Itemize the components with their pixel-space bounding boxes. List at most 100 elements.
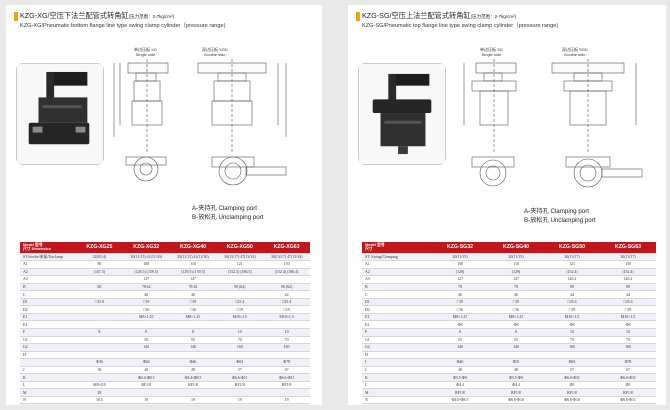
dimension-drawing-icon: [463, 59, 643, 188]
dimension-value-cell: □16: [122, 305, 170, 314]
dimension-value-cell: RF1/8: [263, 381, 310, 390]
model-header: KZG-XG32: [122, 242, 170, 254]
model-header: KZG-SG40: [488, 242, 544, 254]
dimension-value-cell: □16: [488, 305, 544, 314]
dimension-value-cell: [76, 343, 123, 352]
dimension-value-cell: □15.9: [76, 298, 123, 307]
dimension-value-cell: M10×1.5: [216, 313, 264, 322]
dimension-value-cell: Φ6.6-Φ11: [600, 373, 656, 382]
dimension-value-cell: 44: [600, 290, 656, 299]
dimension-value-cell: □19: [216, 305, 264, 314]
dimension-value-cell: 140: [122, 343, 170, 352]
dimension-value-cell: M8×0.8: [76, 381, 123, 390]
table-row: D2□16□16□19□19: [20, 305, 310, 314]
dimension-label-cell: F: [20, 328, 76, 337]
dimension-value-cell: 44: [263, 290, 310, 299]
model-header: KZG-SG32: [432, 242, 488, 254]
dimension-value-cell: 40: [488, 403, 544, 405]
dimension-value-cell: [76, 373, 123, 382]
dimension-value-cell: Φ78: [600, 358, 656, 367]
dimension-label-cell: L: [20, 381, 76, 390]
dimension-value-cell: Φ8: [432, 320, 488, 329]
dimension-value-cell: Φ4.4-Φ8.5: [122, 373, 170, 382]
dimension-value-cell: Φ8: [600, 320, 656, 329]
dimension-value-cell: 140: [169, 343, 217, 352]
dimension-value-cell: 160: [263, 343, 310, 352]
dimension-value-cell: [263, 388, 310, 397]
dimension-value-cell: 90: [544, 283, 600, 292]
model-header: KZG-XG40: [169, 242, 217, 254]
page-subtitle: KZG-SG/Pneumatic top flange line type sw…: [362, 23, 559, 29]
dimension-label-cell: ST: Swing/Clamping: [362, 253, 432, 262]
dimension-value-cell: 16.5: [76, 396, 123, 405]
dimension-value-cell: 43: [122, 403, 170, 405]
dimension-value-cell: [216, 320, 264, 329]
dimension-label-cell: C: [20, 290, 76, 299]
dimension-value-cell: 108: [432, 260, 488, 269]
dimension-value-cell: 20(11/15) 41(11/30): [169, 253, 217, 262]
dimension-value-cell: 8: [169, 328, 217, 337]
model-header: KZG-XG50: [216, 242, 264, 254]
title-accent-bar: [356, 12, 360, 21]
dimension-value-cell: 160: [544, 343, 600, 352]
dimension-value-cell: 10: [263, 328, 310, 337]
dimension-value-cell: 19: [216, 396, 264, 405]
dimension-value-cell: 147: [169, 275, 217, 284]
dimension-value-cell: 121: [216, 260, 264, 269]
dimension-value-cell: 55: [488, 336, 544, 345]
dimension-drawing-icon: [113, 59, 287, 186]
dimension-label-cell: A3: [20, 275, 76, 284]
dimension-value-cell: 78: [432, 283, 488, 292]
dimension-value-cell: □19: [169, 298, 217, 307]
dimension-value-cell: [122, 320, 170, 329]
dimension-value-cell: Φ6.6-Φ11: [263, 373, 310, 382]
dimension-value-cell: 40: [122, 366, 170, 375]
dimension-value-cell: [488, 351, 544, 360]
dimension-label-cell: L: [362, 381, 432, 390]
dimension-value-cell: [216, 275, 264, 284]
dimension-value-cell: 40: [169, 290, 217, 299]
dimension-value-cell: 150: [600, 260, 656, 269]
dimension-value-cell: Φ8: [488, 320, 544, 329]
dimension-value-cell: 30: [76, 366, 123, 375]
dimension-value-cell: M10×1.5: [263, 313, 310, 322]
header-dimension-label: Model 型号尺寸: [362, 242, 432, 254]
dimension-value-cell: 70: [544, 336, 600, 345]
page-subtitle: KZG-XG/Pneumatic bottom flange line type…: [20, 23, 226, 29]
dimension-label-cell: D1: [20, 298, 76, 307]
dimension-value-cell: [263, 320, 310, 329]
dimension-value-cell: 44: [544, 290, 600, 299]
spec-table-xg: Model 型号尺寸 Dimension KZG-XG25 KZG-XG32 K…: [20, 242, 310, 405]
dimension-value-cell: 10: [600, 328, 656, 337]
spec-table-sg: Model 型号尺寸 KZG-SG32 KZG-SG40 KZG-SG50 KZ…: [362, 242, 656, 405]
dimension-value-cell: 30(13/17) 47(13/34): [216, 253, 264, 262]
dimension-value-cell: M8×1.25: [169, 313, 217, 322]
dimension-value-cell: Φ5.5-Φ9: [488, 373, 544, 382]
dimension-label-cell: E2: [20, 320, 76, 329]
dimension-value-cell: 48: [169, 366, 217, 375]
dimension-value-cell: 40: [169, 403, 217, 405]
dimension-value-cell: M8×1.25: [432, 313, 488, 322]
dimension-value-cell: [76, 305, 123, 314]
dimension-label-cell: J: [362, 366, 432, 375]
dimension-label-cell: I: [362, 358, 432, 367]
dimension-label-cell: H: [362, 351, 432, 360]
dimension-label-cell: G2: [20, 343, 76, 352]
dimension-value-cell: 146.2: [600, 275, 656, 284]
dimension-label-cell: D1: [362, 298, 432, 307]
dimension-label-cell: H: [20, 351, 76, 360]
technical-drawing: [106, 57, 312, 207]
dimension-value-cell: (107.5): [76, 268, 123, 277]
dimension-value-cell: 65: [76, 283, 123, 292]
dimension-value-cell: 110: [169, 260, 217, 269]
dimension-value-cell: Φ63: [544, 358, 600, 367]
